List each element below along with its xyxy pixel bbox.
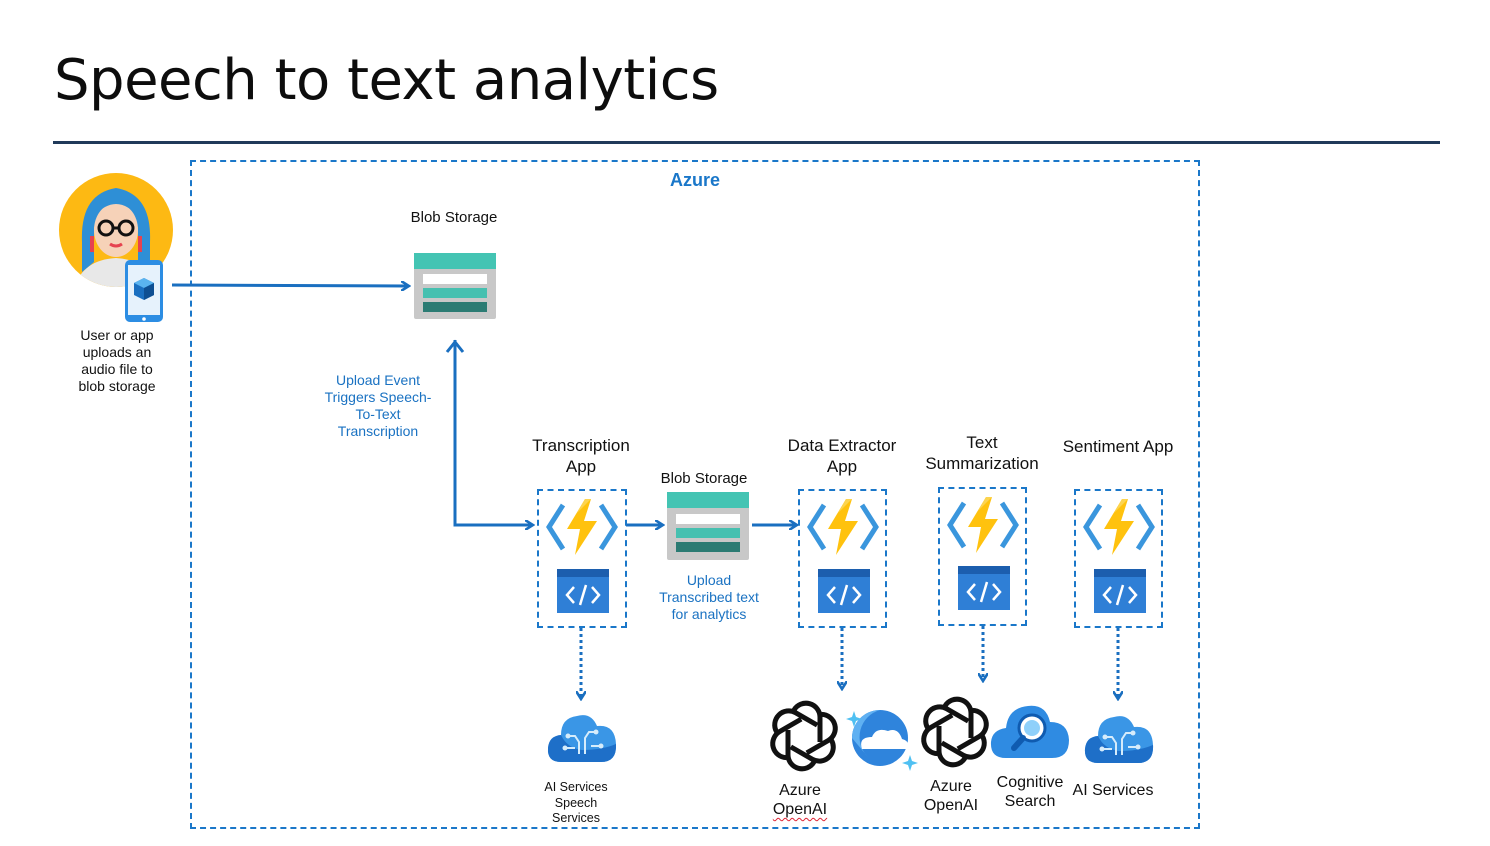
azure-boundary: Azure	[190, 160, 1200, 829]
openai-logo-icon	[770, 700, 838, 772]
data-extractor-app-box	[798, 489, 887, 628]
upload-event-note: Upload Event Triggers Speech- To-Text Tr…	[324, 372, 432, 439]
upload-transcribed-note: Upload Transcribed text for analytics	[659, 572, 759, 622]
blob-storage-mid-label: Blob Storage	[660, 470, 748, 487]
ai-services-cloud-icon	[547, 715, 617, 762]
azure-function-icon	[807, 499, 879, 555]
transcription-app-label: Transcription App	[532, 436, 630, 476]
title-divider	[53, 141, 1440, 144]
user-avatar-icon	[59, 173, 173, 322]
azure-label: Azure	[669, 170, 720, 190]
openai-logo-icon	[921, 696, 989, 768]
sentiment-app-box	[1074, 489, 1163, 628]
code-window-icon	[958, 566, 1010, 610]
sentiment-app-label: Sentiment App	[1062, 437, 1174, 456]
data-extractor-app-label: Data Extractor App	[787, 436, 897, 476]
page-title: Speech to text analytics	[54, 48, 719, 113]
code-window-icon	[557, 569, 609, 613]
blob-storage-icon	[414, 253, 496, 319]
arrow-blob-transcription	[453, 345, 532, 525]
ai-services-cloud-icon	[1084, 716, 1154, 763]
user-caption: User or app uploads an audio file to blo…	[78, 327, 156, 394]
code-window-icon	[1094, 569, 1146, 613]
azure-function-icon	[947, 497, 1019, 553]
ai-services-caption: AI Services	[1072, 782, 1154, 799]
blob-storage-icon	[667, 492, 749, 560]
azure-function-icon	[546, 499, 618, 555]
transcription-app-box	[537, 489, 627, 628]
blob-storage-top-label: Blob Storage	[410, 209, 498, 226]
ai-speech-services-caption: AI Services Speech Services	[544, 780, 608, 825]
azure-openai-1-caption: Azure OpenAI	[772, 782, 828, 818]
azure-function-icon	[1083, 499, 1155, 555]
arrow-user-to-blob	[171, 285, 408, 286]
text-summarization-label: Text Summarization	[925, 433, 1039, 473]
phone-cube-icon	[134, 278, 154, 300]
code-window-icon	[818, 569, 870, 613]
cognitive-search-icon	[990, 705, 1069, 758]
cosmos-db-icon	[846, 710, 918, 771]
arrow-up-head-shape	[445, 339, 465, 353]
azure-openai-2-caption: Azure OpenAI	[923, 778, 979, 814]
cognitive-search-caption: Cognitive Search	[996, 774, 1064, 810]
text-summarization-box	[938, 487, 1027, 626]
